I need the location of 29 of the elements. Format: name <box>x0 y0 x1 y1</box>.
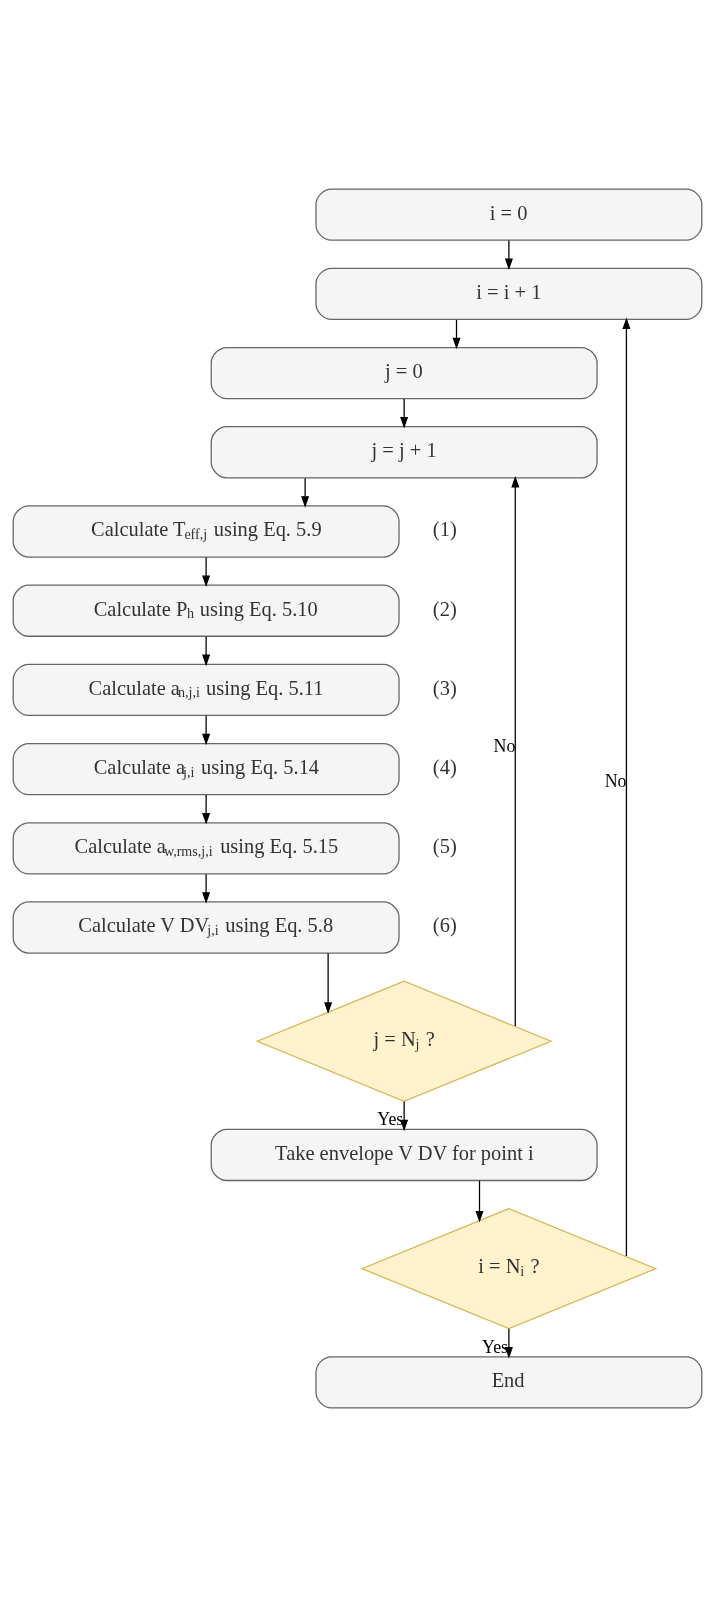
edge-label: Yes <box>377 1109 404 1130</box>
node-box: j = 0 <box>210 346 598 400</box>
node-box: j = j + 1 <box>210 426 598 479</box>
edge-label: No <box>493 735 516 756</box>
arrow <box>475 1180 484 1223</box>
arrow <box>202 636 211 667</box>
arrow <box>400 398 409 429</box>
node-label: (2) <box>432 597 457 620</box>
node-box: Take envelope V DV for point i <box>210 1128 598 1182</box>
arrow <box>511 476 520 1027</box>
arrow <box>202 873 211 904</box>
arrow <box>202 794 211 825</box>
edge-label: No <box>604 771 627 792</box>
arrow <box>324 952 333 1014</box>
arrow <box>622 317 631 1257</box>
arrow <box>504 239 513 271</box>
node-box: End <box>315 1356 703 1409</box>
node-box: i = i + 1 <box>315 267 703 321</box>
arrow <box>301 477 310 508</box>
node-label: (3) <box>432 676 457 699</box>
arrow <box>452 319 461 350</box>
node-box: i = 0 <box>315 188 703 241</box>
node-label: (1) <box>432 518 457 541</box>
arrow <box>202 715 211 746</box>
node-label: (6) <box>432 914 457 937</box>
edge-label: Yes <box>482 1336 509 1357</box>
node-label: (5) <box>432 835 457 858</box>
arrow <box>202 556 211 587</box>
node-label: (4) <box>432 755 457 778</box>
